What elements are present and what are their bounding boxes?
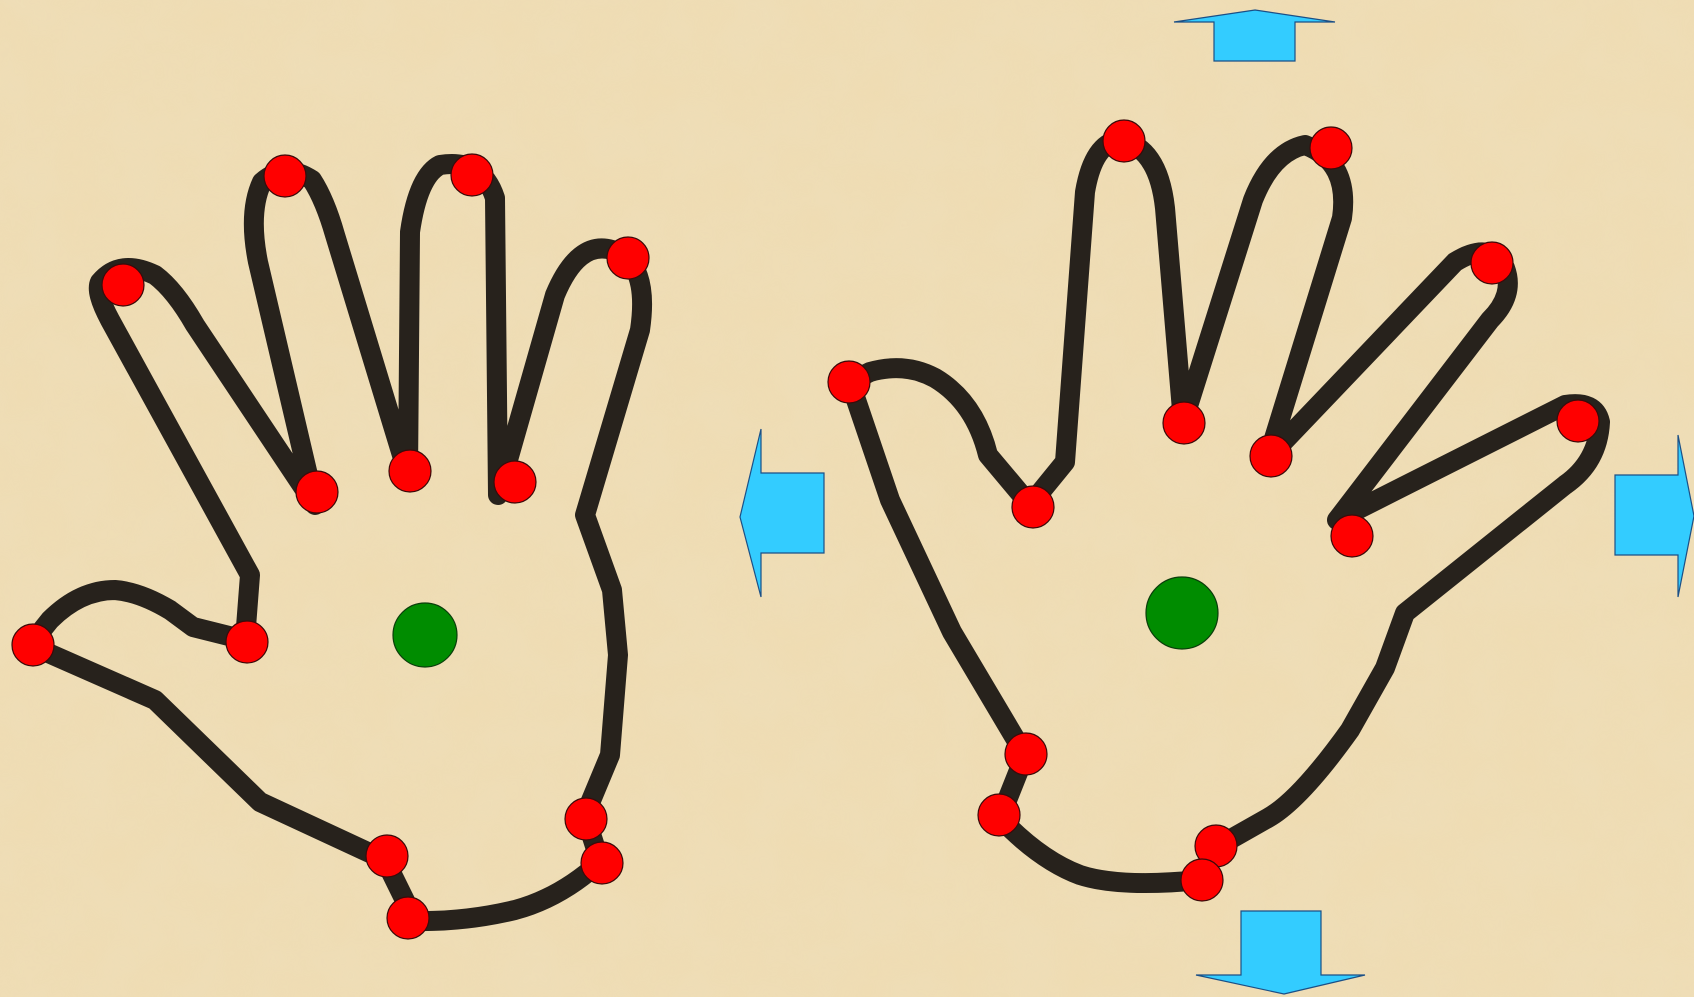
keypoint — [494, 461, 536, 503]
keypoint — [296, 471, 338, 513]
right-hand-centroid — [1146, 577, 1218, 649]
keypoint — [1310, 127, 1352, 169]
keypoint — [1012, 486, 1054, 528]
keypoint — [451, 154, 493, 196]
keypoint — [1163, 402, 1205, 444]
keypoint — [102, 264, 144, 306]
keypoint — [978, 794, 1020, 836]
keypoint — [1331, 515, 1373, 557]
keypoint — [565, 798, 607, 840]
keypoint — [1181, 859, 1223, 901]
keypoint — [12, 624, 54, 666]
keypoint — [1471, 242, 1513, 284]
keypoint — [389, 450, 431, 492]
keypoint — [1557, 400, 1599, 442]
keypoint — [264, 155, 306, 197]
keypoint — [1005, 733, 1047, 775]
keypoint — [366, 835, 408, 877]
keypoint — [387, 897, 429, 939]
keypoint — [226, 621, 268, 663]
keypoint — [828, 361, 870, 403]
keypoint — [581, 842, 623, 884]
keypoint — [607, 237, 649, 279]
left-hand-centroid — [393, 603, 457, 667]
keypoint — [1250, 435, 1292, 477]
keypoint — [1103, 120, 1145, 162]
